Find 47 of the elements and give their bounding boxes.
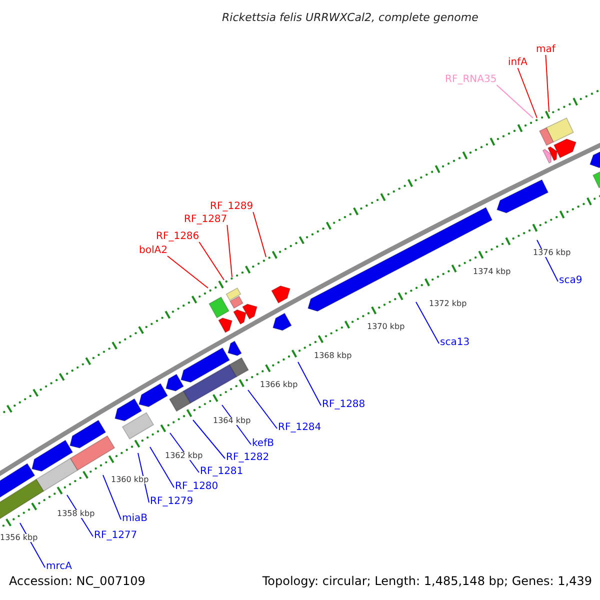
leader-line	[150, 446, 174, 488]
leader-line	[298, 362, 322, 406]
gene-label: mrcA	[46, 562, 72, 572]
gene-label: bolA2	[139, 246, 168, 256]
genome-info-label: Topology: circular; Length: 1,485,148 bp; Genes: 1,439	[262, 575, 592, 587]
gene-label: RF_1281	[200, 467, 244, 477]
position-label: 1356 kbp	[0, 534, 38, 542]
leader-line	[198, 242, 224, 280]
leader-line	[102, 474, 122, 520]
gene-label: sca9	[559, 276, 582, 286]
position-label: 1358 kbp	[57, 510, 95, 518]
accession-label: Accession: NC_007109	[9, 575, 146, 587]
gene-label: kefB	[252, 439, 274, 449]
leader-line	[517, 68, 538, 118]
gene-label: RF_1282	[226, 453, 270, 463]
position-label: 1370 kbp	[367, 323, 405, 331]
position-label: 1360 kbp	[111, 476, 149, 484]
leader-line	[192, 420, 226, 459]
gene-label: RF_1286	[156, 232, 200, 242]
position-label: 1362 kbp	[165, 452, 203, 460]
position-label: 1368 kbp	[314, 352, 352, 360]
map-title: Rickettsia felis URRWXCal2, complete genome	[222, 12, 478, 23]
leader-line	[536, 240, 558, 282]
position-label: 1376 kbp	[533, 249, 571, 257]
leader-line	[248, 390, 278, 429]
gene-label: RF_RNA35	[445, 75, 497, 85]
gene-label: RF_1288	[322, 400, 366, 410]
leader-line	[545, 54, 550, 112]
gene-label: RF_1277	[94, 531, 138, 541]
leader-line	[166, 256, 208, 288]
gene-label: RF_1280	[175, 482, 218, 492]
leader-line	[496, 84, 534, 118]
position-label: 1366 kbp	[260, 381, 298, 389]
gene-label: RF_1279	[150, 497, 194, 507]
gene-label: miaB	[122, 514, 148, 524]
leader-line	[226, 224, 232, 278]
gene-label: RF_1289	[210, 202, 254, 212]
gene-label: RF_1284	[278, 423, 322, 433]
position-label: 1372 kbp	[429, 300, 467, 308]
gene-label: sca13	[440, 338, 470, 348]
position-label: 1364 kbp	[213, 417, 251, 425]
gene-label: RF_1287	[184, 215, 228, 225]
gene-label: maf	[536, 45, 556, 55]
leader-line	[416, 302, 440, 344]
position-label: 1374 kbp	[473, 268, 511, 276]
leader-line	[252, 212, 266, 258]
gene-label: infA	[508, 58, 528, 68]
